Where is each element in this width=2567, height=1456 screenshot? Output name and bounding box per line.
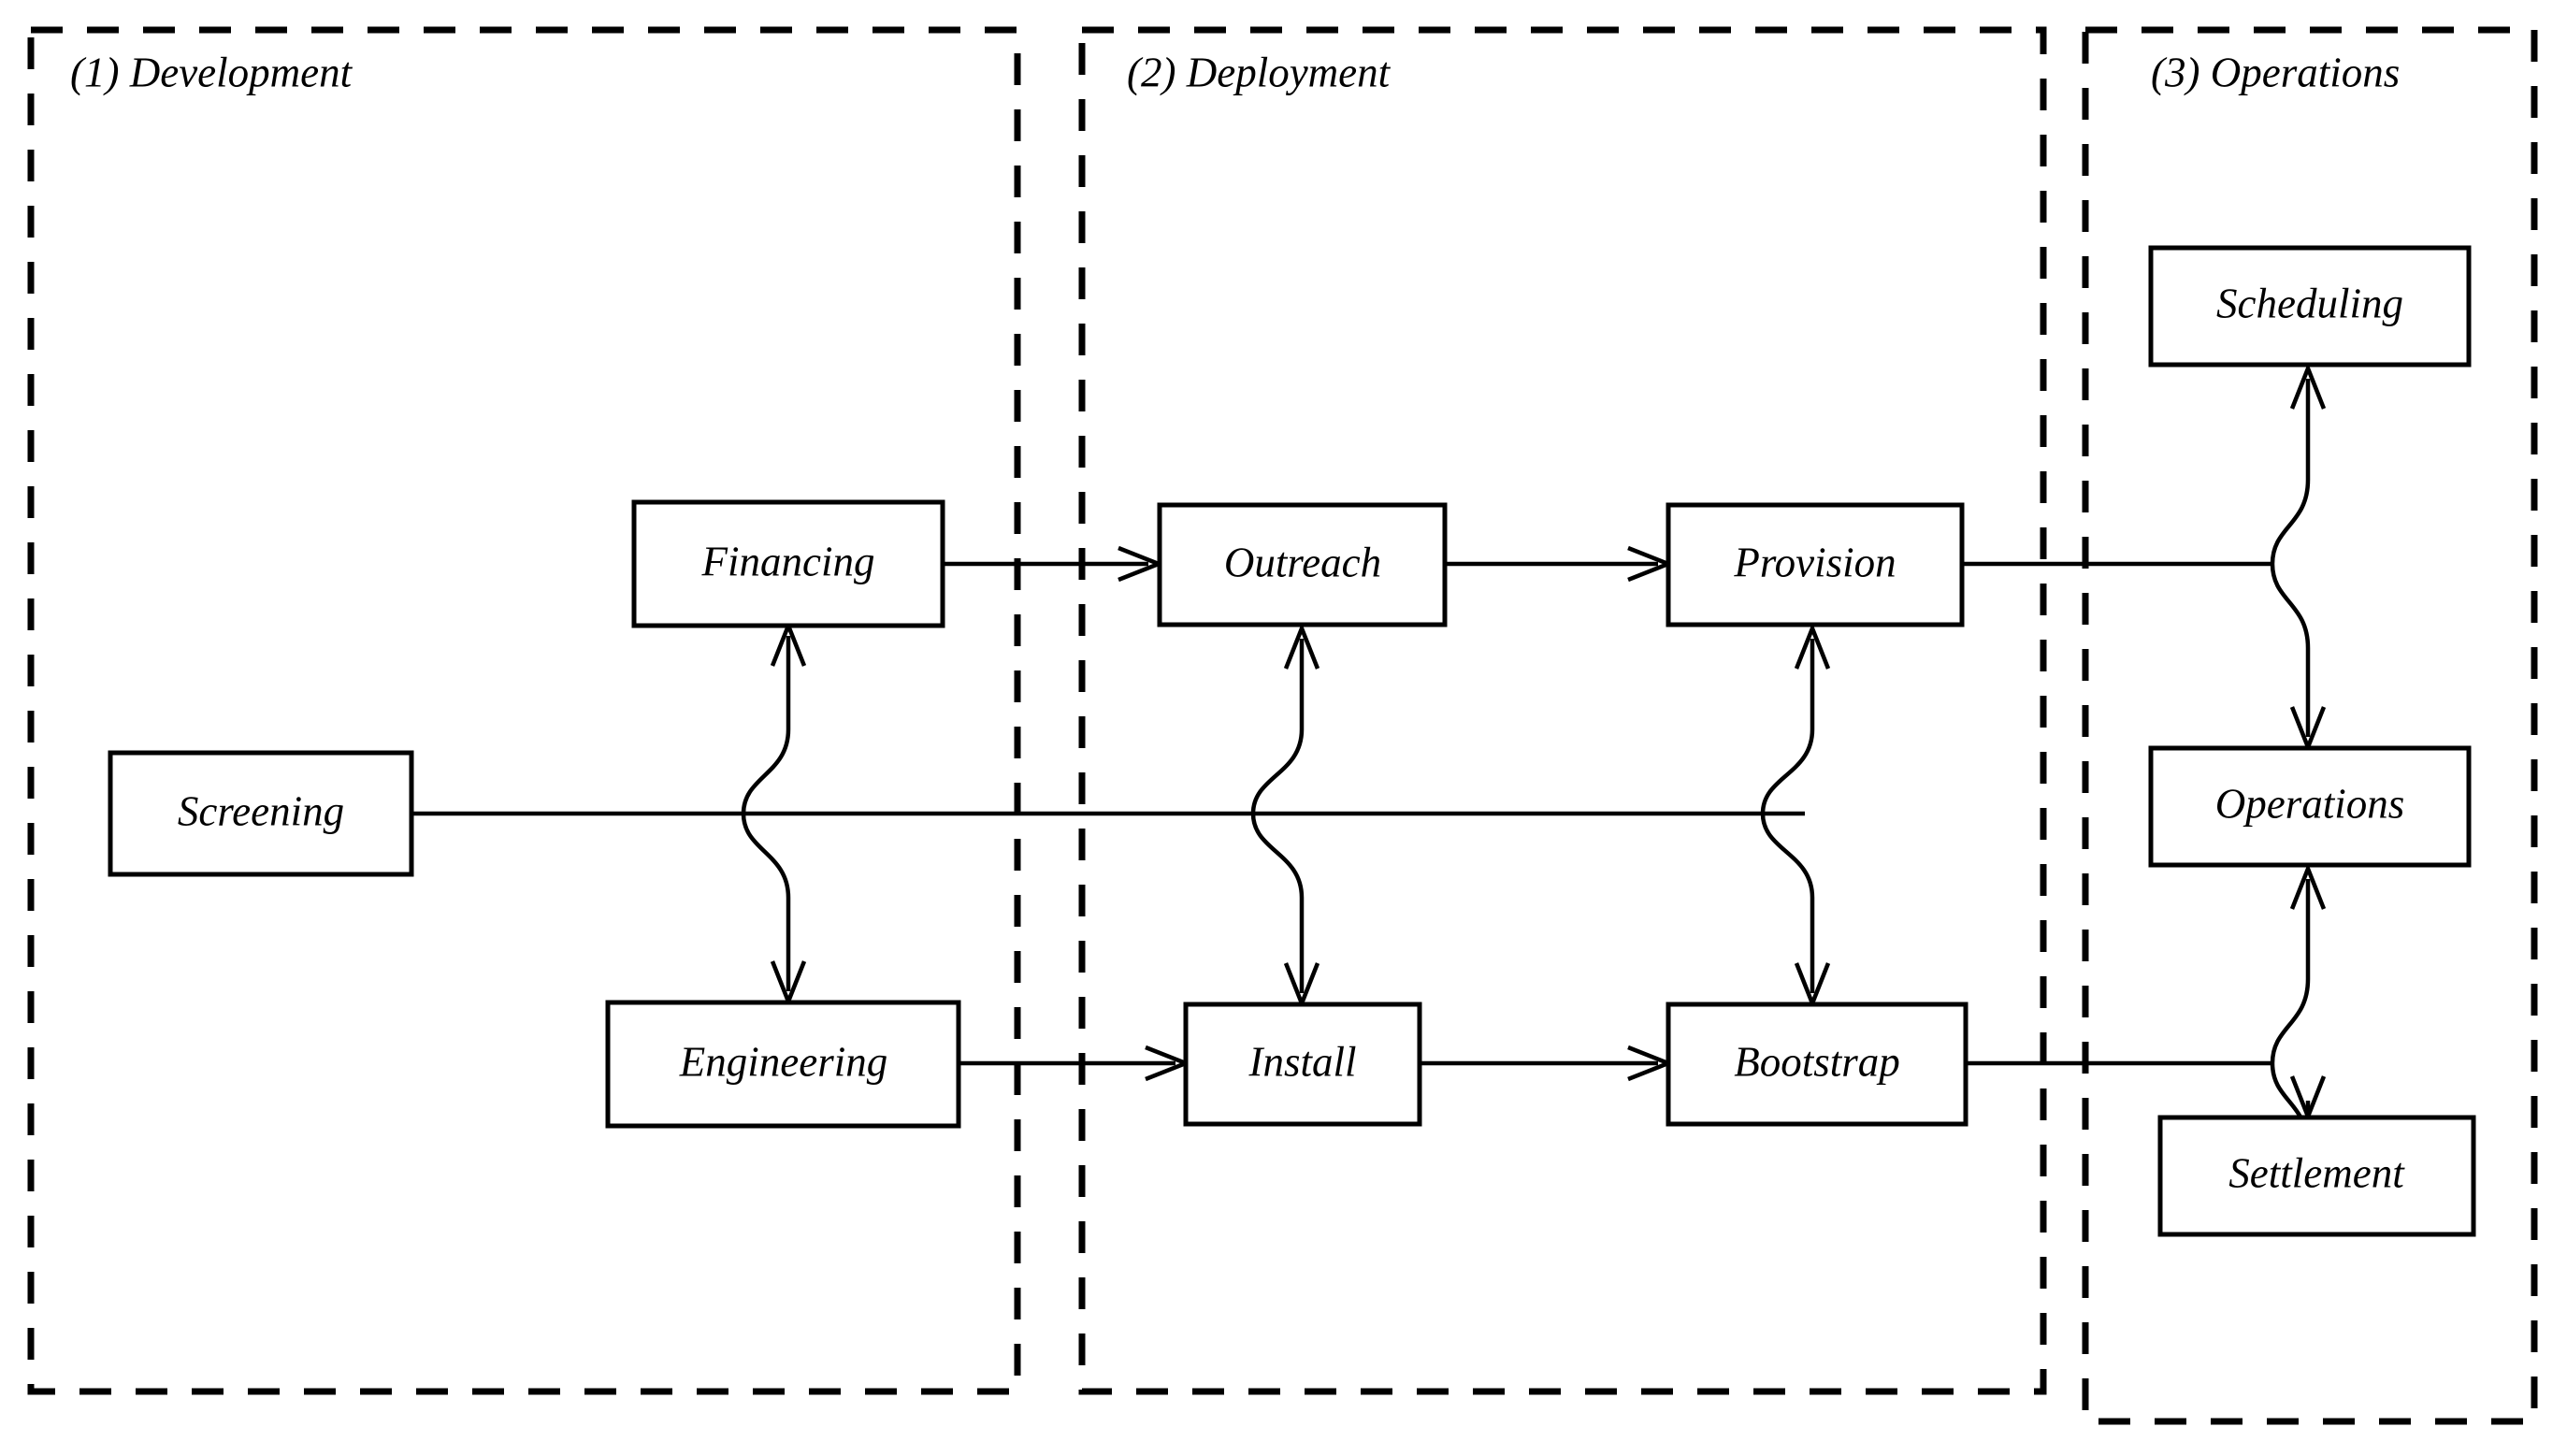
node-engineering[interactable]: Engineering xyxy=(605,1000,961,1129)
node-install[interactable]: Install xyxy=(1183,1002,1422,1127)
node-box-engineering[interactable] xyxy=(605,1000,961,1129)
node-operations[interactable]: Operations xyxy=(2148,745,2472,868)
node-label-operations: Operations xyxy=(2215,780,2405,827)
node-outreach[interactable]: Outreach xyxy=(1157,502,1448,627)
group-label-development: (1) Development xyxy=(70,49,353,95)
node-box-bootstrap[interactable] xyxy=(1666,1002,1969,1127)
edge-bootstrap-to-operations xyxy=(2270,879,2311,1064)
edge-screening-to-engineering xyxy=(741,813,791,991)
edge-screening-to-financing xyxy=(741,636,791,814)
edge-bootstrap-to-operations-arrowhead xyxy=(2289,862,2327,910)
node-label-bootstrap: Bootstrap xyxy=(1734,1038,1900,1085)
edge-trunk-to-install xyxy=(1250,813,1305,993)
node-box-financing[interactable] xyxy=(631,499,945,628)
node-bootstrap[interactable]: Bootstrap xyxy=(1666,1002,1969,1127)
node-box-settlement[interactable] xyxy=(2157,1115,2476,1237)
edge-provision-to-operations xyxy=(2270,563,2311,737)
group-labels: (1) Development (2) Deployment (3) Opera… xyxy=(70,49,2400,95)
node-box-outreach[interactable] xyxy=(1157,502,1448,627)
node-box-provision[interactable] xyxy=(1666,502,1965,627)
node-box-screening[interactable] xyxy=(108,750,414,877)
edge-provision-to-scheduling-arrowhead xyxy=(2289,362,2327,410)
node-financing[interactable]: Financing xyxy=(631,499,945,628)
node-label-screening: Screening xyxy=(178,787,344,834)
node-label-engineering: Engineering xyxy=(679,1038,887,1085)
group-frame-operations xyxy=(2082,26,2538,1425)
group-label-operations: (3) Operations xyxy=(2151,49,2400,95)
edge-trunk-to-outreach-arrowhead xyxy=(1283,622,1320,670)
node-label-financing: Financing xyxy=(701,538,875,584)
node-label-provision: Provision xyxy=(1733,539,1896,585)
node-label-settlement: Settlement xyxy=(2228,1149,2405,1196)
nodes: Screening Financing Engineering Outreach… xyxy=(108,245,2476,1237)
edge-trunk-to-provision xyxy=(1760,639,1815,814)
node-scheduling[interactable]: Scheduling xyxy=(2148,245,2472,368)
edge-trunk-to-bootstrap xyxy=(1760,813,1815,993)
node-provision[interactable]: Provision xyxy=(1666,502,1965,627)
node-label-outreach: Outreach xyxy=(1224,539,1381,585)
group-frame-deployment xyxy=(1078,26,2047,1395)
node-box-operations[interactable] xyxy=(2148,745,2472,868)
node-box-scheduling[interactable] xyxy=(2148,245,2472,368)
node-label-scheduling: Scheduling xyxy=(2216,280,2403,326)
node-screening[interactable]: Screening xyxy=(108,750,414,877)
group-frames xyxy=(27,26,2538,1425)
edge-trunk-to-outreach xyxy=(1250,639,1305,814)
group-label-deployment: (2) Deployment xyxy=(1127,49,1392,95)
group-frame-development xyxy=(27,26,1021,1395)
edges xyxy=(411,362,2327,1150)
node-box-install[interactable] xyxy=(1183,1002,1422,1127)
edge-provision-to-scheduling xyxy=(2270,379,2311,565)
node-settlement[interactable]: Settlement xyxy=(2157,1115,2476,1237)
edge-trunk-to-provision-arrowhead xyxy=(1794,622,1831,670)
node-label-install: Install xyxy=(1247,1038,1356,1085)
